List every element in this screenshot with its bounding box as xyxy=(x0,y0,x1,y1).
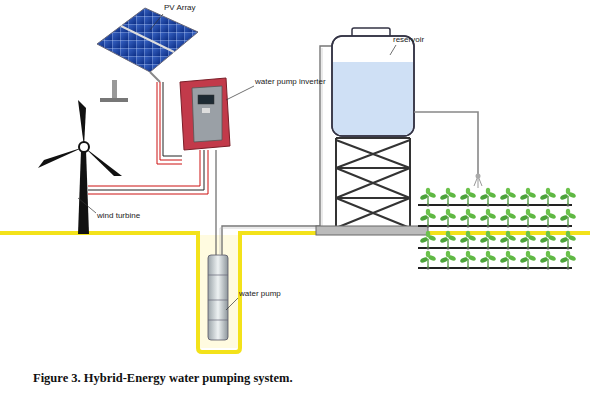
reservoir-tank xyxy=(332,28,414,136)
crop-field xyxy=(418,188,577,270)
part-label: wind turbine xyxy=(97,212,140,220)
reservoir-tower xyxy=(336,138,410,228)
part-label: PV Array xyxy=(164,4,196,12)
part-label: reservoir xyxy=(393,36,424,44)
figure-caption: Figure 3. Hybrid-Energy water pumping sy… xyxy=(33,371,293,386)
part-label: water pump xyxy=(239,290,281,298)
inverter-unit xyxy=(180,78,230,150)
pump-body xyxy=(208,255,228,340)
part-label: water pump inverter xyxy=(255,78,326,86)
